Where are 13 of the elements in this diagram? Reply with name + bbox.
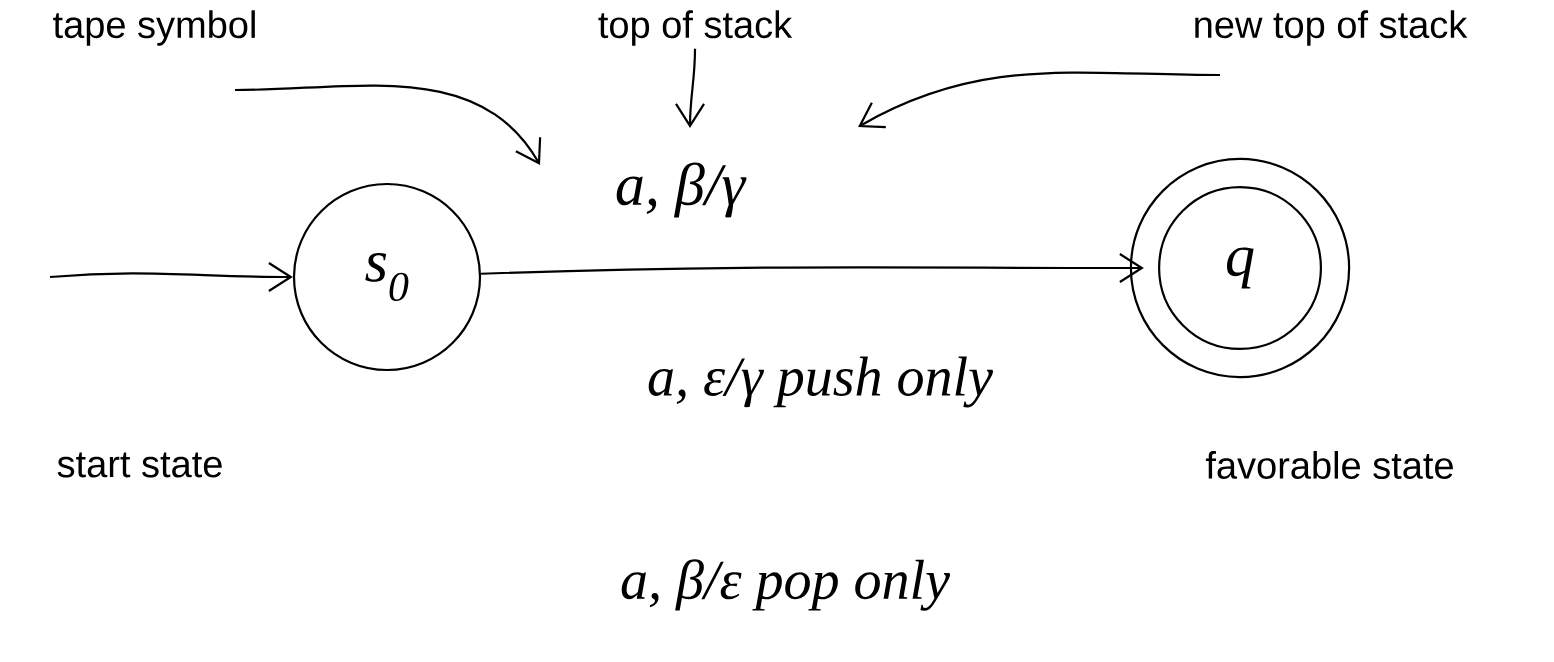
leader-arrow — [858, 71, 1221, 129]
leader-arrow — [675, 48, 705, 128]
leader-text: top of stack — [598, 10, 793, 46]
leader-text: new top of stack — [1195, 10, 1468, 46]
state-caption: favorable state — [1205, 451, 1453, 479]
transition-rule: a, ε/γ push only — [648, 356, 993, 408]
edge-label: a, β/γ — [616, 162, 747, 218]
state-caption: start state — [57, 452, 222, 478]
transition-rule: a, β/ε pop only — [621, 559, 950, 611]
transition-arrow — [481, 253, 1144, 283]
leader-arrow — [235, 84, 542, 165]
leader-text: tape symbol — [53, 10, 255, 46]
start-arrow — [49, 262, 293, 292]
